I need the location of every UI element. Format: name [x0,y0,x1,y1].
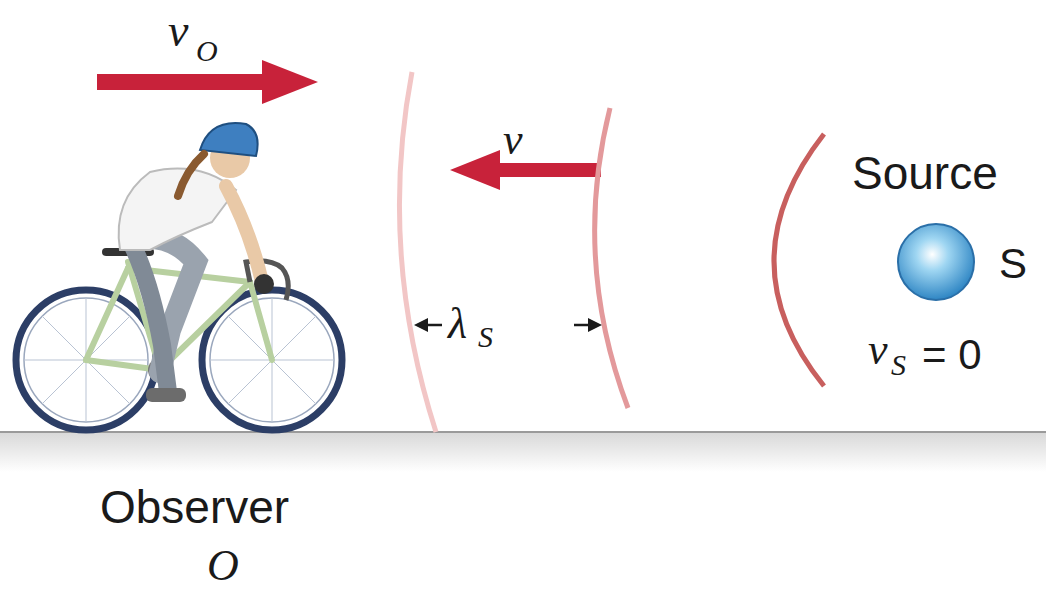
velocity-arrow [97,60,318,104]
wavefront [774,134,824,386]
velocity-symbol: v [168,8,188,54]
wavelength-symbol: λ [448,302,467,346]
subscript: O [196,36,218,66]
wavelength-dimension [414,318,602,332]
cyclist-figure [16,123,342,430]
observer-label: Observer [100,484,289,530]
source-label: Source [852,150,998,196]
wave-arrow [450,150,601,190]
observer-symbol: O [207,544,239,588]
velocity-symbol: v [503,118,523,162]
subscript: S [478,322,493,352]
ground [0,432,1046,472]
wavefront [399,72,436,432]
value-label: = 0 [922,334,982,376]
ground-line [0,431,1046,433]
subscript: S [891,350,906,380]
velocity-symbol: v [868,328,888,372]
source-symbol: S [999,243,1027,285]
source-sphere [898,224,974,300]
wavefront [595,108,628,408]
